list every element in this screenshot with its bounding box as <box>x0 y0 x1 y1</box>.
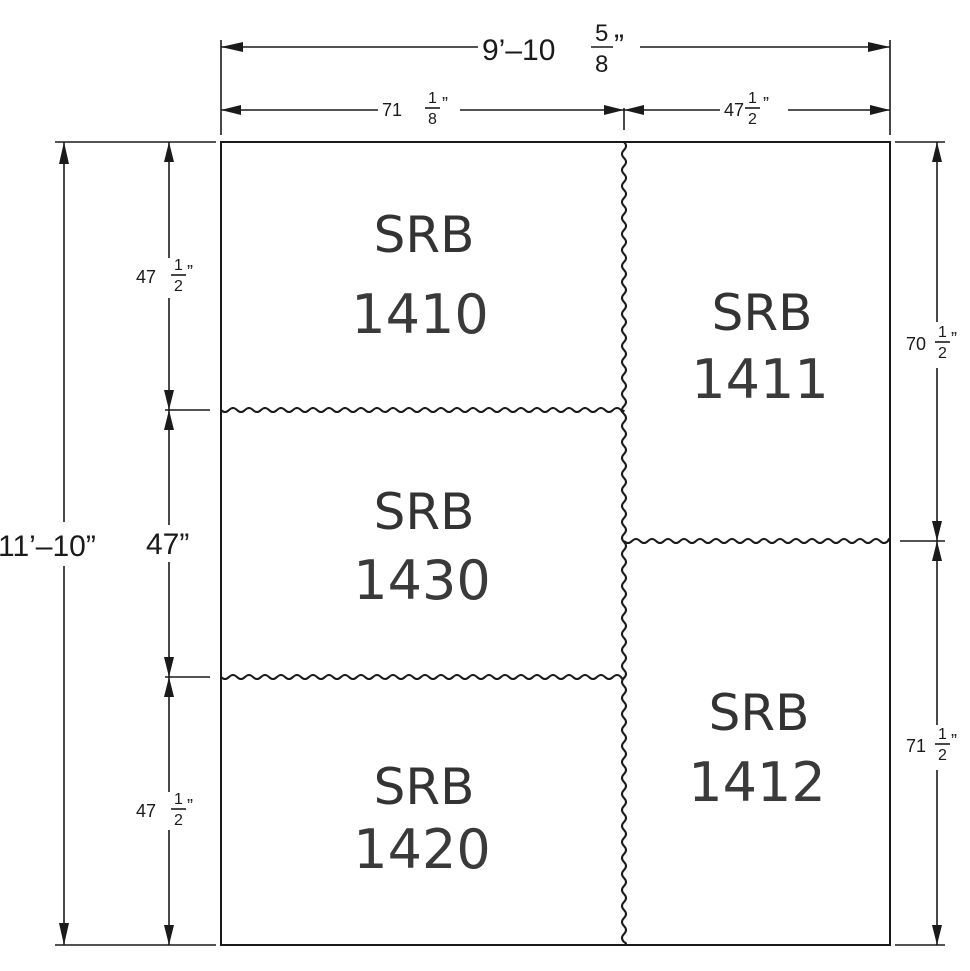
panel-code: SRB <box>712 284 813 342</box>
overall-height-label: 11’–10” <box>0 530 96 563</box>
right-bottom-height-den: 2 <box>938 747 947 764</box>
left-bottom-height-unit: ” <box>187 796 193 816</box>
left-top-height-dimension: 47 1 2 ” <box>136 142 193 410</box>
panel-1411: SRB 1411 <box>691 284 828 411</box>
panel-number: 1430 <box>353 549 490 612</box>
panel-code: SRB <box>374 483 475 541</box>
right-width-num: 1 <box>748 90 757 107</box>
left-mid-height-label: 47” <box>146 528 189 561</box>
panel-number: 1410 <box>351 283 488 346</box>
panel-number: 1412 <box>688 751 825 814</box>
right-top-height-dimension: 70 1 2 ” <box>906 142 957 541</box>
panel-code: SRB <box>374 758 475 816</box>
right-bottom-height-num: 1 <box>938 726 947 743</box>
overall-width-dimension: 9’–10 5 8 ” <box>221 20 890 78</box>
overall-width-unit: ” <box>614 29 624 62</box>
vertical-seam <box>621 141 627 946</box>
left-top-height-num: 1 <box>174 257 183 274</box>
seam-left-bottom <box>220 674 625 680</box>
overall-height-dimension: 11’–10” <box>0 142 96 945</box>
panel-1412: SRB 1412 <box>688 684 825 814</box>
left-width-den: 8 <box>428 111 437 128</box>
right-top-height-whole: 70 <box>906 334 926 354</box>
right-top-height-den: 2 <box>938 345 947 362</box>
left-bottom-height-num: 1 <box>174 791 183 808</box>
right-bottom-height-whole: 71 <box>906 736 926 756</box>
panel-number: 1411 <box>691 348 828 411</box>
left-top-height-whole: 47 <box>136 267 156 287</box>
right-width-unit: ” <box>763 94 769 114</box>
panel-1420: SRB 1420 <box>353 758 490 881</box>
panel-code: SRB <box>709 684 810 742</box>
overall-width-num: 5 <box>595 20 608 47</box>
left-mid-height-dimension: 47” <box>146 410 189 677</box>
right-width-dimension: 47 1 2 ” <box>624 90 890 128</box>
panel-number: 1420 <box>353 818 490 881</box>
right-top-height-num: 1 <box>938 324 947 341</box>
right-width-den: 2 <box>748 111 757 128</box>
overall-width-whole: 9’–10 <box>482 34 555 67</box>
left-bottom-height-whole: 47 <box>136 801 156 821</box>
seam-left-top <box>220 407 625 413</box>
left-width-num: 1 <box>428 90 437 107</box>
right-width-whole: 47 <box>724 100 744 120</box>
left-top-height-den: 2 <box>174 278 183 295</box>
right-bottom-height-dimension: 71 1 2 ” <box>906 541 957 945</box>
left-width-dimension: 71 1 8 ” <box>221 90 624 128</box>
outer-frame <box>220 141 891 946</box>
left-top-height-unit: ” <box>187 262 193 282</box>
overall-width-den: 8 <box>595 51 608 78</box>
right-top-height-unit: ” <box>951 329 957 349</box>
panel-1410: SRB 1410 <box>351 206 488 346</box>
panel-1430: SRB 1430 <box>353 483 490 612</box>
left-width-whole: 71 <box>382 100 402 120</box>
right-bottom-height-unit: ” <box>951 731 957 751</box>
left-width-unit: ” <box>442 94 448 114</box>
left-bottom-height-dimension: 47 1 2 ” <box>136 677 193 945</box>
panel-code: SRB <box>374 206 475 264</box>
seam-right <box>623 538 891 544</box>
left-bottom-height-den: 2 <box>174 812 183 829</box>
